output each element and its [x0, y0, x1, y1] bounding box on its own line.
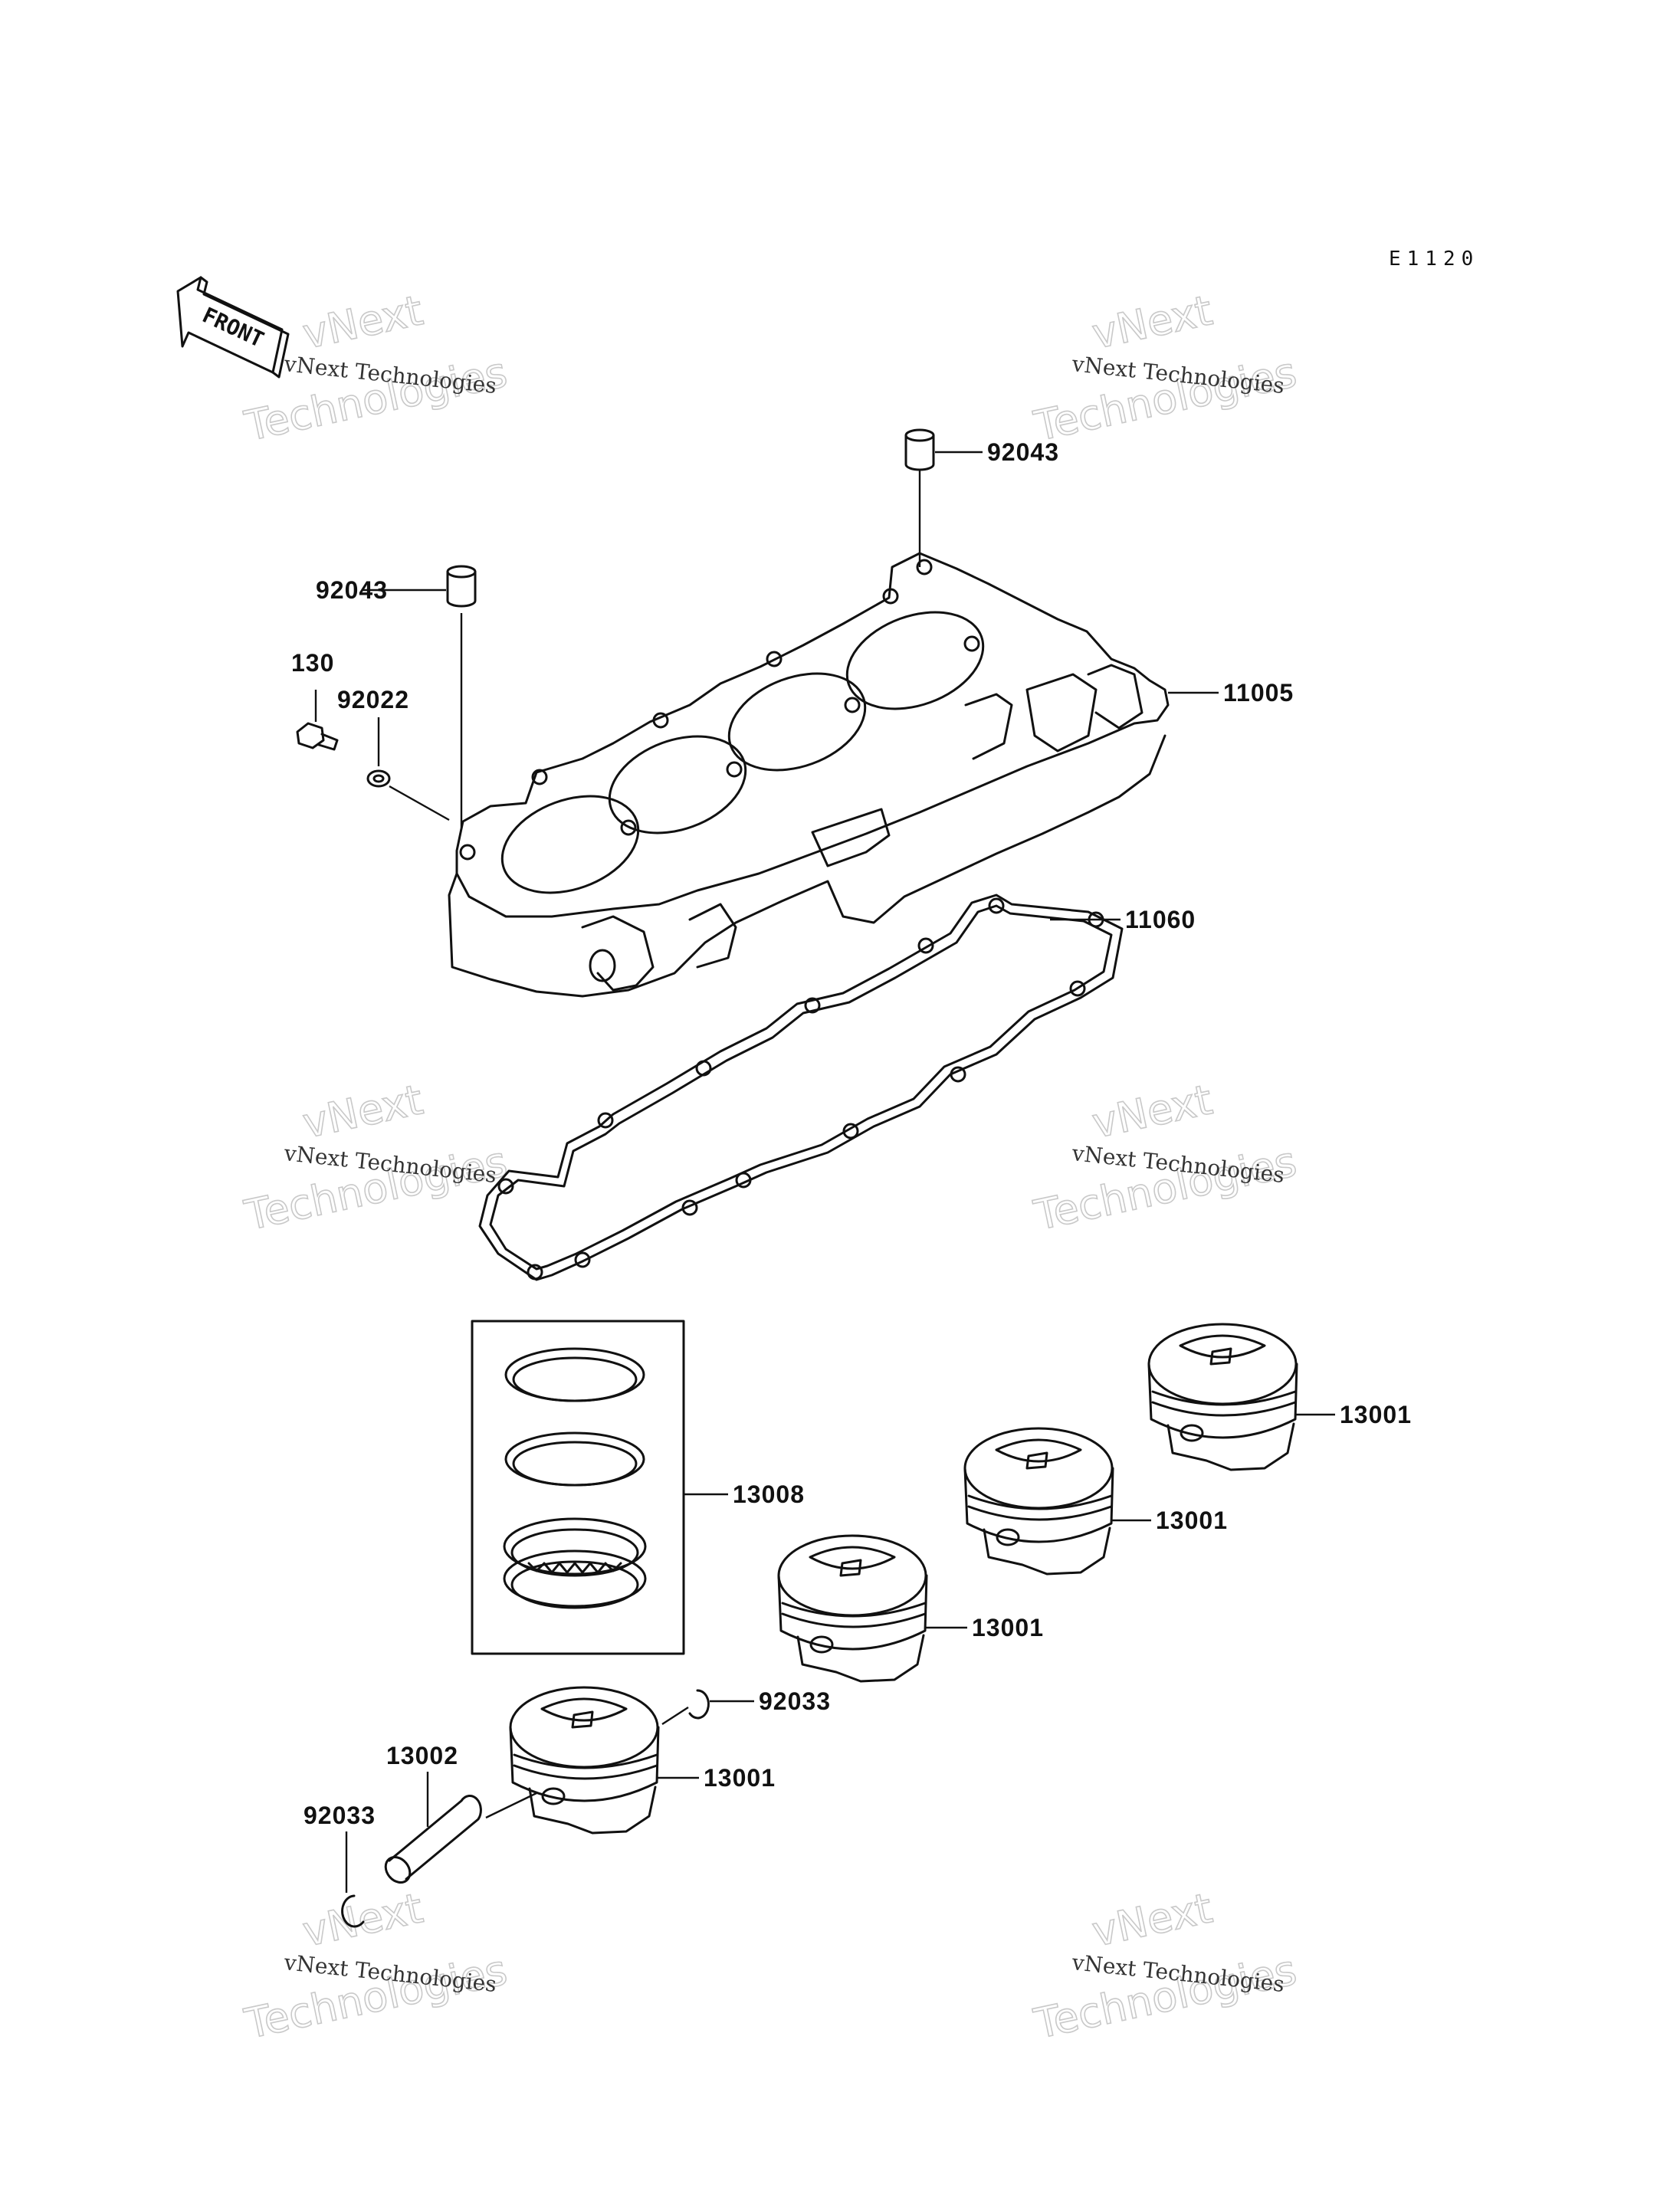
watermark-bottom-right: vNext Technologies vNext Technologies — [1029, 1883, 1301, 2048]
svg-text:vNext: vNext — [1088, 1075, 1216, 1147]
piston-pin: 13002 — [384, 1742, 537, 1884]
piston-1: 13001 — [1147, 1323, 1412, 1471]
svg-text:vNext: vNext — [1088, 1884, 1216, 1956]
front-arrow-icon: FRONT — [176, 276, 290, 379]
label-piston-1: 13001 — [1340, 1401, 1412, 1428]
piston-ring-set: 13008 — [471, 1320, 805, 1655]
label-cylinder: 11005 — [1223, 679, 1294, 707]
watermark-top-right: vNext Technologies vNext Technologies — [1029, 285, 1301, 451]
washer: 92022 — [337, 686, 450, 821]
svg-text:vNext: vNext — [299, 286, 427, 358]
watermark-middle-left: vNext Technologies vNext Technologies — [240, 1074, 512, 1240]
label-pin: 13002 — [386, 1742, 458, 1769]
svg-text:vNext: vNext — [299, 1884, 427, 1956]
watermark-bottom-left: vNext Technologies vNext Technologies — [240, 1883, 512, 2048]
label-bolt: 130 — [291, 649, 334, 677]
cylinder-block: 11005 — [448, 552, 1294, 998]
svg-text:vNext: vNext — [299, 1075, 427, 1147]
front-label: FRONT — [199, 302, 267, 353]
label-ring-set: 13008 — [733, 1481, 805, 1508]
label-circlip-right: 92033 — [759, 1687, 831, 1715]
label-dowel-top: 92043 — [987, 438, 1059, 466]
diagram-code: E1120 — [1389, 248, 1479, 271]
bolt: 130 — [291, 649, 339, 751]
label-piston-4: 13001 — [704, 1764, 776, 1792]
circlip-right: 92033 — [661, 1687, 831, 1726]
label-piston-2: 13001 — [1156, 1507, 1228, 1534]
label-washer: 92022 — [337, 686, 409, 713]
circlip-left: 92033 — [304, 1802, 376, 1928]
watermark-middle-right: vNext Technologies vNext Technologies — [1029, 1074, 1301, 1240]
label-circlip-left: 92033 — [304, 1802, 376, 1829]
label-dowel-left: 92043 — [316, 576, 388, 604]
label-gasket: 11060 — [1125, 906, 1196, 933]
svg-text:vNext: vNext — [1088, 286, 1216, 358]
piston-3: 13001 — [777, 1534, 1044, 1683]
piston-2: 13001 — [963, 1427, 1228, 1576]
cylinder-base-gasket: 11060 — [478, 894, 1196, 1281]
dowel-pin-left: 92043 — [316, 565, 477, 828]
watermark-top-left: vNext Technologies vNext Technologies — [240, 285, 512, 451]
label-piston-3: 13001 — [972, 1614, 1044, 1641]
dowel-pin-top: 92043 — [904, 428, 1059, 567]
piston-4: 13001 — [509, 1686, 776, 1835]
